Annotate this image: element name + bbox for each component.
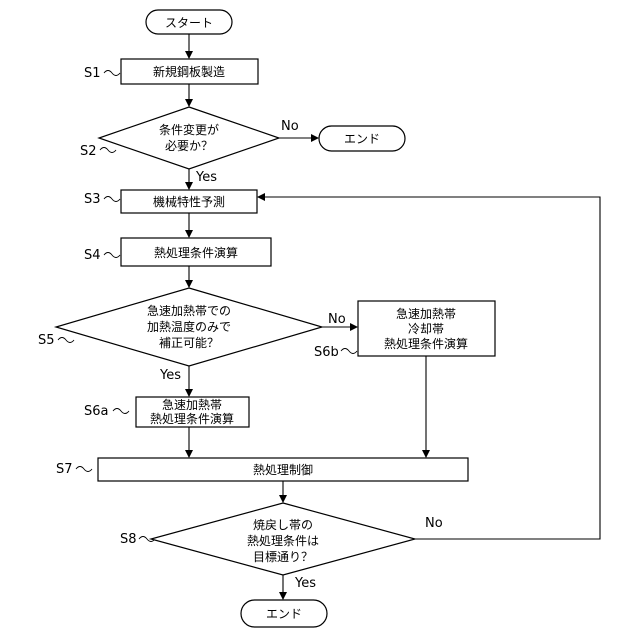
process-text-s6b-line2: 冷却帯 [408, 322, 444, 336]
decision-text-s2-line1: 条件変更が [159, 122, 219, 137]
step-label-s1: S1 [84, 66, 101, 81]
step-label-s5: S5 [38, 333, 55, 348]
process-text-s7: 熱処理制御 [253, 462, 313, 477]
branch-label-s8-yes: Yes [294, 576, 316, 591]
step-label-s4: S4 [84, 248, 101, 263]
branch-label-s2-yes: Yes [195, 170, 217, 185]
leader-s6b [341, 349, 357, 354]
step-label-s3: S3 [84, 192, 101, 207]
start-text: スタート [165, 16, 213, 30]
connector-s8-no-loop [258, 197, 600, 539]
decision-text-s2-line2: 必要か？ [165, 139, 213, 153]
step-label-s8: S8 [120, 532, 137, 547]
decision-text-s8-line3: 目標通り？ [253, 550, 313, 564]
step-label-s7: S7 [56, 462, 73, 477]
leader-s5 [58, 338, 74, 343]
process-text-s6a-line1: 急速加熱帯 [162, 397, 222, 412]
leader-s2 [100, 148, 116, 153]
process-text-s6b-line3: 熱処理条件演算 [384, 336, 468, 351]
leader-s3 [104, 197, 120, 202]
branch-label-s2-no: No [281, 119, 299, 134]
decision-text-s5-line3: 補正可能？ [159, 336, 219, 350]
leader-s1 [104, 71, 120, 76]
step-label-s6a: S6a [84, 404, 109, 419]
end-text-final: エンド [266, 607, 302, 621]
leader-s7 [76, 467, 92, 472]
decision-text-s5-line1: 急速加熱帯での [147, 303, 231, 318]
decision-text-s5-line2: 加熱温度のみで [147, 319, 231, 334]
process-text-s1: 新規鋼板製造 [153, 64, 225, 79]
leader-s6a [113, 409, 129, 414]
process-text-s3: 機械特性予測 [153, 194, 225, 209]
decision-s2 [99, 107, 279, 169]
end-text-s2: エンド [344, 132, 380, 146]
branch-label-s5-yes: Yes [159, 368, 181, 383]
process-text-s6a-line2: 熱処理条件演算 [150, 411, 234, 426]
process-text-s6b-line1: 急速加熱帯 [396, 306, 456, 321]
decision-text-s8-line2: 熱処理条件は [247, 534, 319, 548]
step-label-s6b: S6b [314, 345, 339, 360]
decision-text-s8-line1: 焼戻し帯の [253, 518, 313, 532]
branch-label-s8-no: No [425, 516, 443, 531]
process-text-s4: 熱処理条件演算 [154, 245, 238, 260]
leader-s4 [104, 253, 120, 258]
step-label-s2: S2 [80, 144, 97, 159]
branch-label-s5-no: No [328, 312, 346, 327]
